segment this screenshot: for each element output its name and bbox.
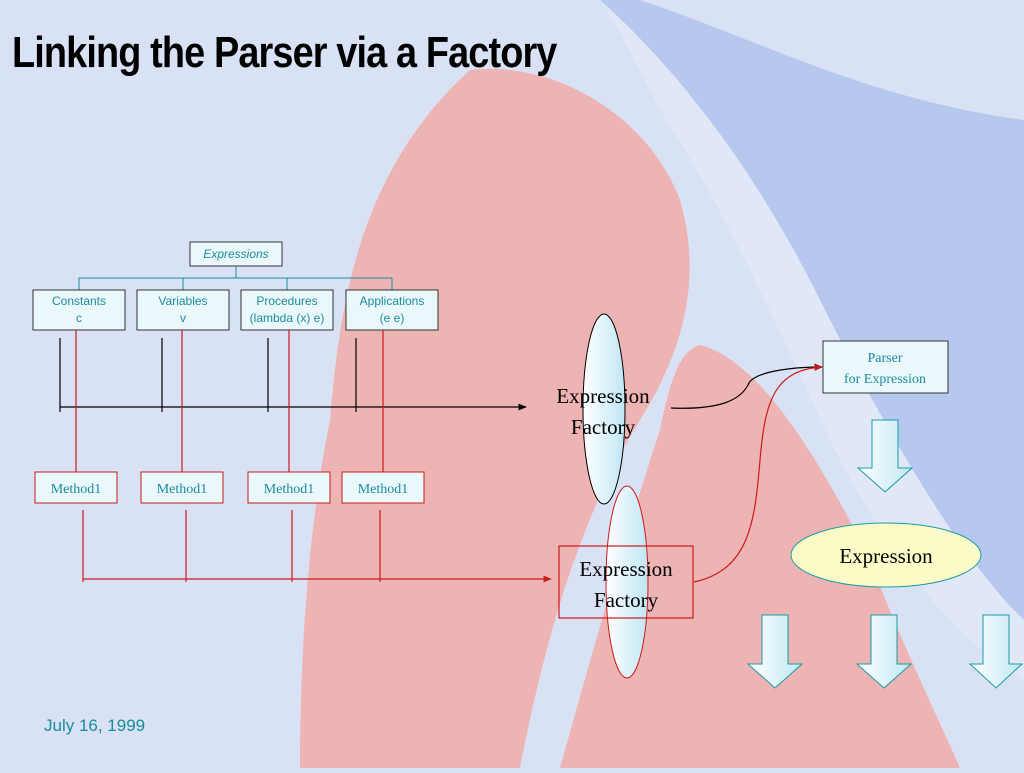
method-label-4: Method1 bbox=[358, 482, 409, 497]
method-box-2: Method1 bbox=[140, 471, 224, 504]
category-variables-box: Variables v bbox=[136, 289, 230, 331]
factory-top-line1: Expression bbox=[556, 384, 650, 408]
procedures-label: Procedures bbox=[256, 294, 317, 308]
applications-symbol: (e e) bbox=[380, 311, 405, 325]
applications-label: Applications bbox=[360, 294, 425, 308]
down-arrow-output-2-icon bbox=[855, 614, 913, 689]
down-arrow-output-3-icon bbox=[968, 614, 1024, 689]
down-arrow-output-1-icon bbox=[746, 614, 804, 689]
method-label-3: Method1 bbox=[264, 482, 315, 497]
method-label-2: Method1 bbox=[157, 482, 208, 497]
curve-factory-bottom-to-parser bbox=[693, 364, 823, 583]
red-method-lines bbox=[82, 510, 381, 582]
slide-date: July 16, 1999 bbox=[44, 716, 146, 735]
variables-label: Variables bbox=[158, 294, 207, 308]
factory-bottom-box bbox=[558, 545, 694, 619]
category-procedures-box: Procedures (lambda (x) e) bbox=[240, 289, 334, 331]
constants-symbol: c bbox=[76, 311, 82, 325]
expression-oval bbox=[790, 522, 982, 588]
curve-factory-top-to-parser bbox=[670, 363, 823, 409]
category-applications-box: Applications (e e) bbox=[345, 289, 439, 331]
procedures-symbol: (lambda (x) e) bbox=[250, 311, 325, 325]
expressions-root-box: Expressions bbox=[189, 241, 283, 267]
category-constants-box: Constants c bbox=[32, 289, 126, 331]
factory-bottom-line1: Expression bbox=[579, 557, 673, 581]
tree-connectors bbox=[78, 266, 393, 290]
parser-line1: Parser bbox=[868, 351, 903, 366]
black-link-lines bbox=[59, 338, 357, 412]
parser-line2: for Expression bbox=[844, 372, 926, 387]
constants-label: Constants bbox=[52, 294, 106, 308]
expressions-root-label: Expressions bbox=[203, 247, 268, 261]
factory-top-line2: Factory bbox=[571, 415, 636, 439]
method-box-4: Method1 bbox=[341, 471, 425, 504]
parser-box: Parser for Expression bbox=[822, 340, 949, 394]
factory-bottom-line2: Factory bbox=[594, 588, 659, 612]
expression-oval-label: Expression bbox=[839, 544, 933, 568]
method-box-1: Method1 bbox=[34, 471, 118, 504]
variables-symbol: v bbox=[180, 311, 186, 325]
down-arrow-parser-icon bbox=[856, 419, 914, 493]
method-label-1: Method1 bbox=[51, 482, 102, 497]
factory-bottom-ellipse bbox=[605, 485, 649, 679]
factory-top-ellipse bbox=[582, 313, 626, 505]
red-category-to-method-lines bbox=[75, 330, 384, 472]
method-box-3: Method1 bbox=[247, 471, 331, 504]
slide-title: Linking the Parser via a Factory bbox=[12, 28, 557, 77]
